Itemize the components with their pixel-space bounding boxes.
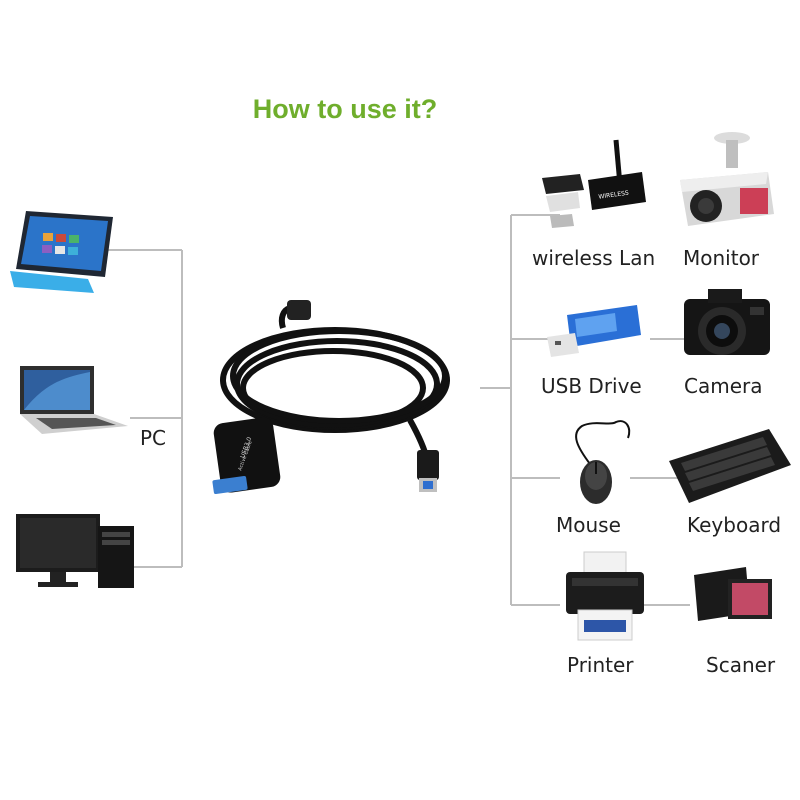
svg-text:WIRELESS: WIRELESS <box>598 190 629 201</box>
tablet-icon <box>10 211 113 293</box>
monitor-label: Monitor <box>683 246 760 270</box>
camera-icon <box>684 289 770 355</box>
keyboard-label: Keyboard <box>687 513 782 537</box>
scanner-label: Scaner <box>706 653 776 677</box>
printer-label: Printer <box>567 653 634 677</box>
keyboard-icon <box>669 429 791 503</box>
scanner-icon <box>694 567 772 621</box>
mouse-label: Mouse <box>556 513 621 537</box>
printer-icon <box>566 551 644 641</box>
mouse-icon <box>575 420 631 504</box>
page-title: How to use it? <box>252 94 438 124</box>
laptop-icon <box>20 366 128 434</box>
desktop-pc-icon <box>16 514 134 588</box>
security-camera-icon <box>680 132 774 226</box>
usb-extension-cable: USB3.0 Active Cable <box>212 300 450 495</box>
camera-label: Camera <box>684 374 763 398</box>
usb-drive-label: USB Drive <box>541 374 642 398</box>
usb-drive-icon <box>547 305 641 357</box>
pc-label: PC <box>140 426 167 450</box>
wireless-lan-icon: WIRELESS <box>542 139 646 228</box>
wireless-lan-label: wireless Lan <box>532 246 656 270</box>
